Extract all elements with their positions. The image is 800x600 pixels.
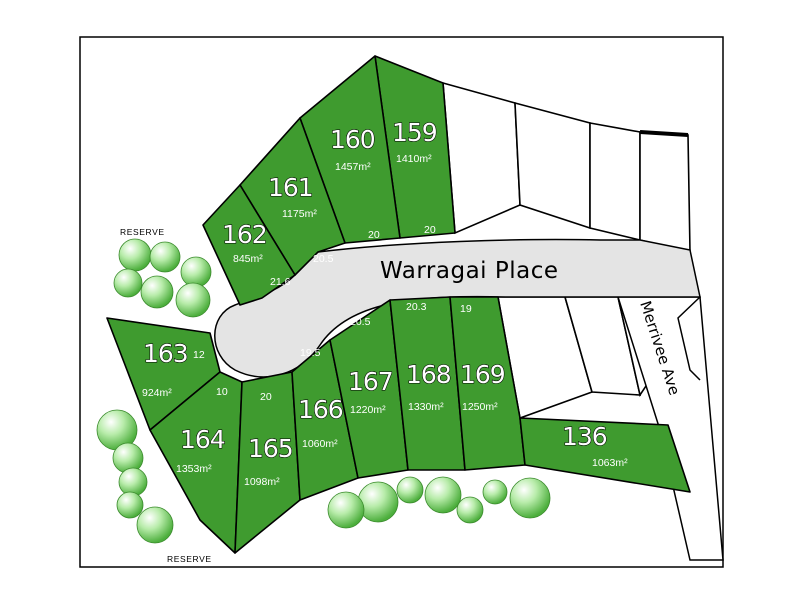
lot-160-number: 160 <box>330 125 375 154</box>
lot-169-frontage: 19 <box>460 303 472 315</box>
tree-cluster-north <box>113 238 212 318</box>
lot-163-number: 163 <box>143 339 188 368</box>
lot-159-frontage: 20 <box>424 224 436 236</box>
lot-164-area: 1353m² <box>176 463 212 475</box>
street-name-label: Warragai Place <box>380 258 559 284</box>
tree-cluster-south <box>327 476 551 529</box>
lot-161-number: 161 <box>268 173 313 202</box>
lot-161-area: 1175m² <box>282 208 317 220</box>
lot-164-number: 164 <box>180 425 225 454</box>
lot-169-number: 169 <box>460 360 505 389</box>
lot-136-area: 1063m² <box>592 457 628 469</box>
lot-165-number: 165 <box>248 434 293 463</box>
lot-159-number: 159 <box>392 118 437 147</box>
reserve-label-south: RESERVE <box>167 554 212 564</box>
reserve-label-north: RESERVE <box>120 227 165 237</box>
lot-136-number: 136 <box>562 422 607 451</box>
lot-162-area: 845m² <box>233 253 263 265</box>
lot-136[interactable] <box>519 417 691 493</box>
lot-160-area: 1457m² <box>335 161 371 173</box>
lot-162-number: 162 <box>222 220 267 249</box>
lot-166-number: 166 <box>298 395 343 424</box>
lot-167-frontage: 20.5 <box>350 316 371 328</box>
lot-162-frontage: 21.6 <box>270 276 291 288</box>
lot-165-frontage: 20 <box>260 391 272 403</box>
lot-169-area: 1250m² <box>462 401 498 413</box>
lot-162[interactable] <box>202 184 296 306</box>
tree-cluster-west <box>96 409 174 544</box>
existing-lots-north <box>442 81 691 254</box>
lot-165-area: 1098m² <box>244 476 280 488</box>
lot-168-number: 168 <box>406 360 451 389</box>
lot-167-area: 1220m² <box>350 404 386 416</box>
lot-166-frontage: 19.5 <box>300 347 321 359</box>
lot-159-area: 1410m² <box>396 153 432 165</box>
lot-167-number: 167 <box>348 367 393 396</box>
lot-160-frontage: 20 <box>368 229 380 241</box>
lot-161-frontage: 20.5 <box>313 253 334 265</box>
lot-168-area: 1330m² <box>408 401 444 413</box>
lot-163-area: 924m² <box>142 387 172 399</box>
lot-166-area: 1060m² <box>302 438 338 450</box>
lot-163-frontage2: 10 <box>216 386 228 398</box>
lot-168-frontage: 20.3 <box>406 301 427 313</box>
lot-163-frontage: 12 <box>193 349 205 361</box>
